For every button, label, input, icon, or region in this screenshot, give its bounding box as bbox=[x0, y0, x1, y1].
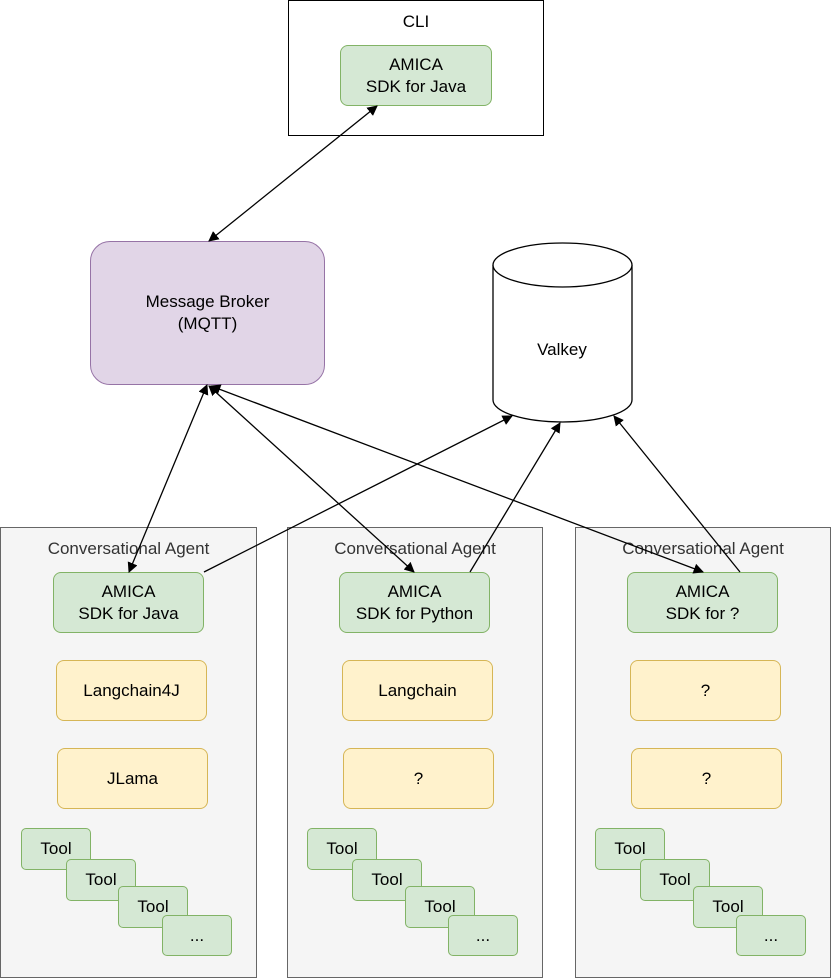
agent-title: Conversational Agent bbox=[622, 539, 784, 558]
amica-sdk-java-box: AMICA SDK for Java bbox=[53, 572, 204, 633]
framework-box: Langchain bbox=[342, 660, 493, 721]
agent-title: Conversational Agent bbox=[334, 539, 496, 558]
agent-title: Conversational Agent bbox=[47, 539, 210, 558]
tool-box: Tool bbox=[66, 859, 136, 901]
runtime-box: ? bbox=[343, 748, 494, 809]
cli-title: CLI bbox=[402, 12, 430, 31]
framework-box: Langchain4J bbox=[56, 660, 207, 721]
cli-amica-sdk-box: AMICA SDK for Java bbox=[340, 45, 492, 106]
tool-box-more: ... bbox=[448, 915, 518, 956]
tool-box: Tool bbox=[693, 886, 763, 928]
tool-box-more: ... bbox=[736, 915, 806, 956]
message-broker-box: Message Broker (MQTT) bbox=[90, 241, 325, 385]
valkey-label: Valkey bbox=[537, 340, 587, 359]
runtime-box: ? bbox=[631, 748, 782, 809]
amica-sdk-other-box: AMICA SDK for ? bbox=[627, 572, 778, 633]
tool-box: Tool bbox=[405, 886, 475, 928]
runtime-box: JLama bbox=[57, 748, 208, 809]
amica-sdk-python-box: AMICA SDK for Python bbox=[339, 572, 490, 633]
framework-box: ? bbox=[630, 660, 781, 721]
tool-box-more: ... bbox=[162, 915, 232, 956]
